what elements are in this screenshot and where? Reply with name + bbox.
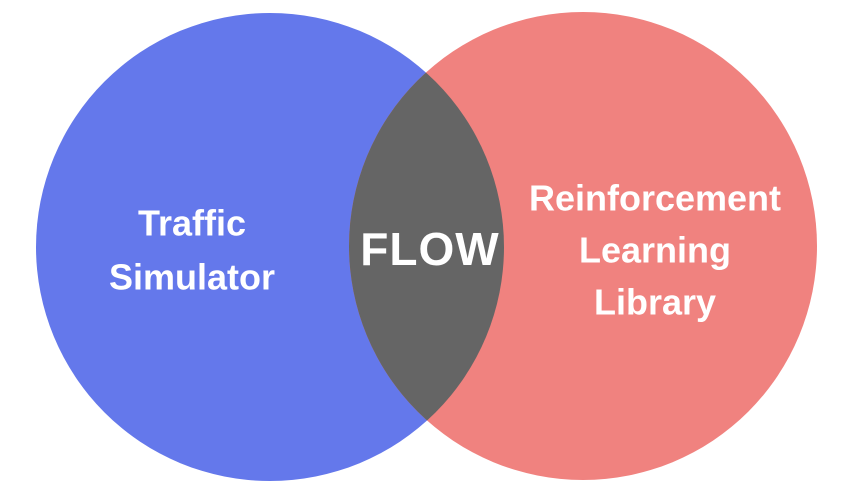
left-circle-label-line-1: Traffic: [138, 203, 246, 244]
left-circle-label-line-2: Simulator: [109, 257, 275, 298]
intersection-label: FLOW: [360, 223, 499, 275]
right-circle-label-line-2: Learning: [579, 230, 731, 271]
right-circle-label-line-3: Library: [594, 282, 716, 323]
intersection-lens: [349, 13, 504, 480]
right-circle-label-line-1: Reinforcement: [529, 178, 781, 219]
